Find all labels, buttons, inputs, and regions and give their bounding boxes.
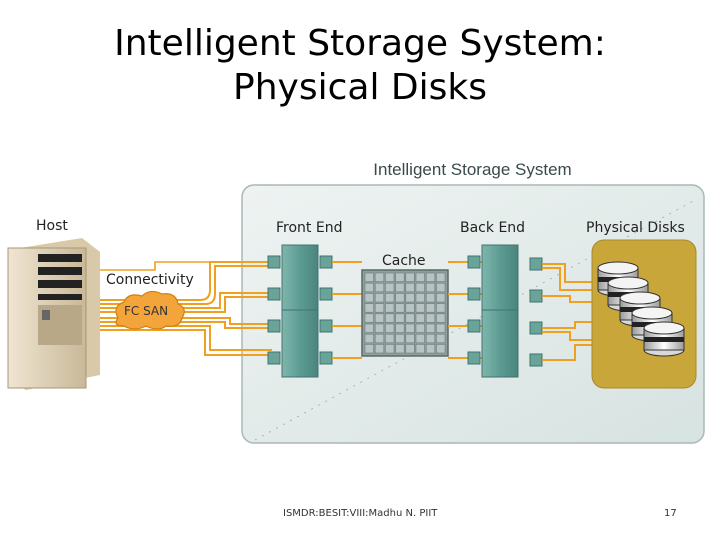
cache-cell — [415, 293, 425, 303]
cache-cell — [364, 303, 374, 313]
cache-cell — [364, 344, 374, 354]
cache-cell — [364, 282, 374, 293]
cache-cell — [405, 344, 415, 354]
cache-cell — [405, 303, 415, 313]
cache-cell — [405, 272, 415, 282]
cache-cell — [425, 293, 436, 303]
cache-cell — [364, 272, 374, 282]
cache-cell — [425, 344, 436, 354]
page-number: 17 — [664, 508, 677, 519]
cache-cell — [395, 282, 405, 293]
cache-cell — [395, 333, 405, 344]
cache-cell — [436, 272, 446, 282]
cache-cell — [436, 313, 446, 323]
back-end-label: Back End — [460, 220, 526, 236]
cache-cell — [374, 293, 385, 303]
cache-cell — [374, 272, 385, 282]
fc-san-label: FC SAN — [124, 304, 169, 318]
cache-cell — [395, 272, 405, 282]
cache-cell — [436, 333, 446, 344]
cache-cell — [425, 313, 436, 323]
front-end-label: Front End — [276, 220, 343, 236]
cache-cell — [385, 272, 395, 282]
cache-cell — [425, 303, 436, 313]
cache-cell — [374, 323, 385, 333]
cache-cell — [364, 323, 374, 333]
physical-disks-area — [591, 239, 697, 389]
cache-cell — [405, 293, 415, 303]
cache-cell — [374, 333, 385, 344]
connectivity-label: Connectivity — [106, 272, 194, 288]
cache-cell — [385, 293, 395, 303]
cache-cell — [364, 293, 374, 303]
cache-cell — [436, 323, 446, 333]
cache-cell — [395, 344, 405, 354]
cache-cell — [385, 333, 395, 344]
cache-cell — [395, 303, 405, 313]
cache-cell — [425, 272, 436, 282]
cache-cell — [395, 293, 405, 303]
cache-cell — [415, 282, 425, 293]
storage-system-title: Intelligent Storage System — [373, 160, 572, 179]
cache-cell — [374, 303, 385, 313]
physical-disks-label: Physical Disks — [586, 220, 685, 236]
cache-cell — [374, 313, 385, 323]
cache-cell — [436, 293, 446, 303]
host-label: Host — [36, 218, 68, 234]
cache-cell — [415, 344, 425, 354]
fc-san-cloud-icon — [115, 290, 185, 330]
cache-cell — [436, 344, 446, 354]
cache-label: Cache — [382, 253, 426, 269]
cache-cell — [425, 323, 436, 333]
cache-cell — [415, 303, 425, 313]
cache-cell — [374, 282, 385, 293]
slide-title: Intelligent Storage System: Physical Dis… — [114, 23, 606, 108]
cache-cell — [364, 313, 374, 323]
cache-cell — [415, 313, 425, 323]
cache-cell — [436, 303, 446, 313]
disk-icon — [643, 321, 685, 357]
footer-text: ISMDR:BESIT:VIII:Madhu N. PIIT — [283, 508, 438, 519]
cache-cell — [405, 333, 415, 344]
cache-cell — [385, 323, 395, 333]
cache-cell — [405, 313, 415, 323]
cache-cell — [385, 303, 395, 313]
storage-system-enclosure — [241, 184, 705, 444]
front-end-controller — [267, 244, 333, 378]
cache-cell — [425, 282, 436, 293]
cache-cell — [425, 333, 436, 344]
cache-cell — [385, 282, 395, 293]
cache-cell — [364, 333, 374, 344]
cache-cell — [395, 323, 405, 333]
cache-cell — [395, 313, 405, 323]
cache-cell — [415, 272, 425, 282]
cache-cell — [415, 323, 425, 333]
cache-cell — [385, 344, 395, 354]
cache-cell — [405, 323, 415, 333]
cache-cell — [415, 333, 425, 344]
host-server-icon — [7, 238, 100, 390]
cache-cell — [374, 344, 385, 354]
back-end-controller — [467, 244, 543, 378]
cache-cell — [385, 313, 395, 323]
cache-cell — [436, 282, 446, 293]
cache-cell — [405, 282, 415, 293]
cache-grid — [361, 269, 449, 357]
